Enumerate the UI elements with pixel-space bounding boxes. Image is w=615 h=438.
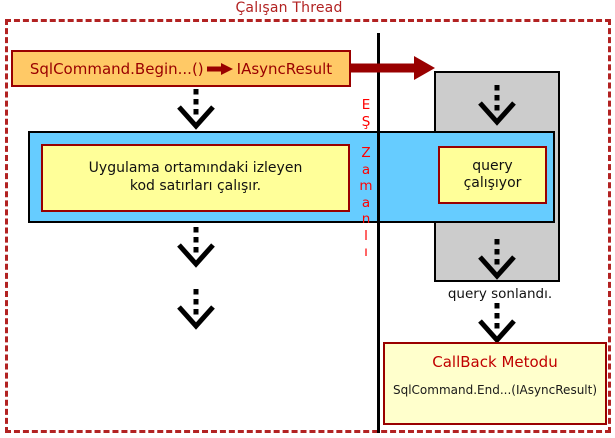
query-running-box: query çalışıyor: [438, 146, 547, 204]
callback-code: SqlCommand.End...(IAsyncResult): [392, 383, 598, 397]
query-flow-arrow-icon-1: [478, 85, 516, 126]
query-running-line1: query: [472, 157, 513, 174]
sync-letter: Ş: [361, 113, 371, 130]
sync-letter: ı: [364, 244, 368, 260]
diagram-title: Çalışan Thread: [235, 0, 343, 16]
sync-letter: l: [364, 227, 368, 244]
sync-letter: m: [359, 178, 373, 194]
query-flow-arrow-icon-2: [478, 239, 516, 280]
callback-title: CallBack Metodu: [432, 353, 558, 371]
app-flow-arrow-icon-2: [177, 227, 215, 268]
sync-letter: a: [361, 161, 371, 178]
sync-letter: E: [361, 97, 371, 113]
returns-arrow-icon: [206, 62, 233, 75]
query-flow-arrow-icon-3: [478, 303, 516, 344]
query-finished-label: query sonlandı.: [447, 286, 553, 302]
app-flow-arrow-icon-1: [177, 89, 215, 130]
sync-letter: a: [361, 194, 371, 211]
thread-divider-line: [377, 33, 380, 433]
app-code-line2: kod satırları çalışır.: [129, 178, 262, 194]
query-running-line2: çalışıyor: [463, 175, 522, 191]
begin-method-label: SqlCommand.Begin...(): [29, 59, 204, 78]
app-code-line1: Uygulama ortamındaki izleyen: [88, 160, 303, 177]
begin-call-box: SqlCommand.Begin...() IAsyncResult: [11, 50, 351, 87]
app-code-box: Uygulama ortamındaki izleyen kod satırla…: [41, 144, 350, 212]
iasyncresult-label: IAsyncResult: [236, 59, 333, 78]
app-flow-arrow-icon-3: [177, 289, 215, 330]
sync-letter: n: [361, 211, 371, 227]
sync-letter: Z: [361, 145, 371, 161]
dispatch-arrow-icon: [350, 56, 435, 80]
thread-boundary-border: [5, 19, 611, 433]
callback-box: CallBack Metodu SqlCommand.End...(IAsync…: [383, 342, 607, 425]
